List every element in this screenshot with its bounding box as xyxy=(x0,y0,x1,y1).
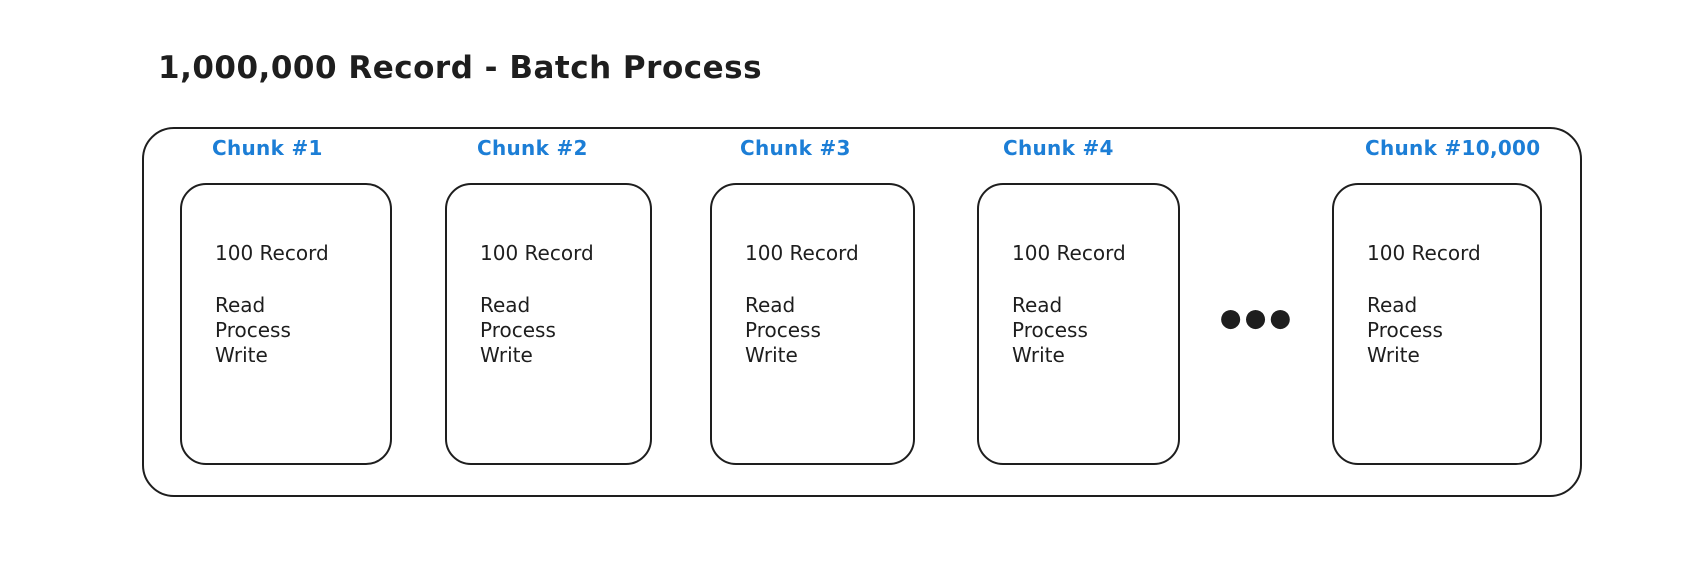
step-read: Read xyxy=(1012,293,1063,317)
step-write: Write xyxy=(1012,343,1065,367)
step-read: Read xyxy=(215,293,266,317)
record-count: 100 Record xyxy=(745,241,859,265)
chunk-label-3: Chunk #3 xyxy=(740,136,851,160)
more-chunks-ellipsis-icon: ●●● xyxy=(1219,303,1295,332)
chunk-card-2: 100 Record Read Process Write xyxy=(445,183,652,465)
chunk-label-2: Chunk #2 xyxy=(477,136,588,160)
record-count: 100 Record xyxy=(1012,241,1126,265)
step-list: Read Process Write xyxy=(480,293,650,368)
step-process: Process xyxy=(215,318,291,342)
record-count: 100 Record xyxy=(480,241,594,265)
step-write: Write xyxy=(745,343,798,367)
step-process: Process xyxy=(1012,318,1088,342)
record-count: 100 Record xyxy=(1367,241,1481,265)
step-read: Read xyxy=(480,293,531,317)
step-list: Read Process Write xyxy=(215,293,390,368)
step-list: Read Process Write xyxy=(1012,293,1178,368)
step-write: Write xyxy=(480,343,533,367)
chunk-card-10000: 100 Record Read Process Write xyxy=(1332,183,1542,465)
step-list: Read Process Write xyxy=(1367,293,1540,368)
chunk-card-1: 100 Record Read Process Write xyxy=(180,183,392,465)
step-read: Read xyxy=(745,293,796,317)
chunk-label-1: Chunk #1 xyxy=(212,136,323,160)
step-list: Read Process Write xyxy=(745,293,913,368)
record-count: 100 Record xyxy=(215,241,329,265)
step-process: Process xyxy=(745,318,821,342)
step-read: Read xyxy=(1367,293,1418,317)
step-process: Process xyxy=(1367,318,1443,342)
step-write: Write xyxy=(215,343,268,367)
chunk-card-3: 100 Record Read Process Write xyxy=(710,183,915,465)
step-write: Write xyxy=(1367,343,1420,367)
step-process: Process xyxy=(480,318,556,342)
chunk-label-4: Chunk #4 xyxy=(1003,136,1114,160)
diagram-title: 1,000,000 Record - Batch Process xyxy=(158,50,763,86)
chunk-label-10000: Chunk #10,000 xyxy=(1365,136,1541,160)
chunk-card-4: 100 Record Read Process Write xyxy=(977,183,1180,465)
